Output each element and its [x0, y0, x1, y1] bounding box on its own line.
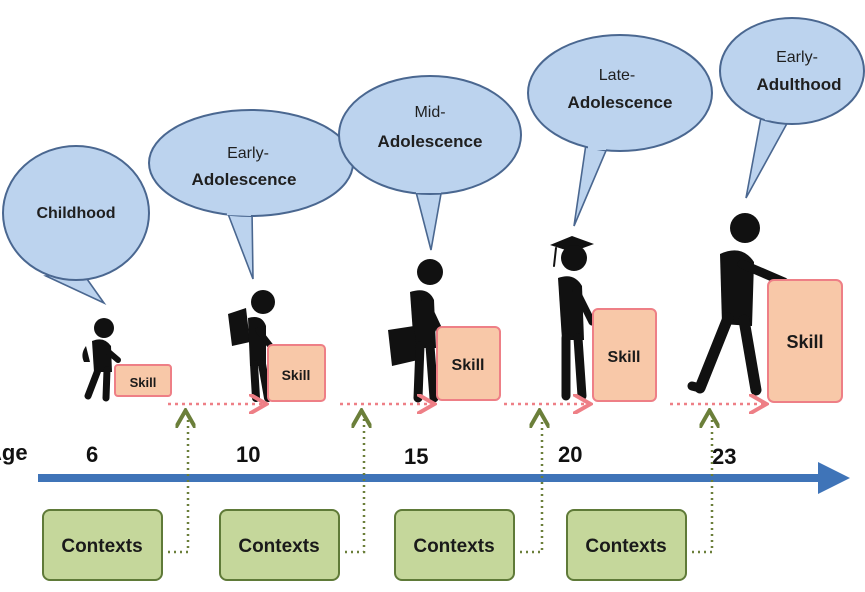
- bubble-label-line1: Late-: [599, 67, 635, 84]
- axis-label: Age: [0, 440, 28, 465]
- speech-bubble-late-adolescence: Late- Adolescence: [527, 34, 713, 227]
- bubble-label-line1: Childhood: [36, 205, 115, 222]
- adult-figure-icon: [687, 213, 789, 396]
- age-tick-23: 23: [712, 444, 736, 469]
- context-influence-arrows: [168, 418, 712, 554]
- skill-box-1: Skill: [114, 364, 172, 397]
- context-label: Contexts: [61, 536, 142, 557]
- age-tick-6: 6: [86, 442, 98, 467]
- context-arrow-1: [168, 418, 188, 554]
- age-tick-20: 20: [558, 442, 582, 467]
- teen-with-bag-icon: [388, 259, 444, 403]
- skill-box-2: Skill: [267, 344, 326, 402]
- skill-label: Skill: [282, 367, 311, 383]
- context-arrow-4: [692, 418, 712, 554]
- speech-bubble-mid-adolescence: Mid- Adolescence: [338, 75, 522, 251]
- skill-label: Skill: [452, 357, 485, 374]
- student-with-backpack-icon: [228, 290, 275, 402]
- context-arrow-3: [520, 418, 542, 554]
- age-tick-15: 15: [404, 444, 428, 469]
- bubble-label-line2: Adulthood: [757, 75, 842, 94]
- speech-bubble-childhood: Childhood: [2, 145, 150, 305]
- bubble-label-line2: Adolescence: [378, 132, 483, 151]
- context-box-3: Contexts: [394, 509, 515, 581]
- bubble-label-line1: Early-: [227, 145, 269, 162]
- bubble-label-line1: Early-: [776, 49, 818, 66]
- graduate-figure-icon: [550, 236, 596, 401]
- skill-box-4: Skill: [592, 308, 657, 402]
- skill-label: Skill: [608, 349, 641, 366]
- bubble-label-line1: Mid-: [414, 104, 445, 121]
- context-box-4: Contexts: [566, 509, 687, 581]
- context-box-1: Contexts: [42, 509, 163, 581]
- context-box-2: Contexts: [219, 509, 340, 581]
- skill-label: Skill: [130, 375, 157, 390]
- context-label: Contexts: [413, 536, 494, 557]
- skill-box-3: Skill: [436, 326, 501, 401]
- skill-label: Skill: [786, 332, 823, 352]
- context-arrow-2: [345, 418, 364, 554]
- age-tick-10: 10: [236, 442, 260, 467]
- speech-bubble-early-adolescence: Early- Adolescence: [148, 109, 354, 280]
- context-label: Contexts: [238, 536, 319, 557]
- bubble-label-line2: Adolescence: [568, 93, 673, 112]
- skill-box-5: Skill: [767, 279, 843, 403]
- speech-bubble-early-adulthood: Early- Adulthood: [719, 17, 865, 199]
- bubble-label-line2: Adolescence: [192, 170, 297, 189]
- age-axis: Age 6 10 15 20 23: [0, 440, 850, 494]
- context-label: Contexts: [585, 536, 666, 557]
- child-figure-icon: [82, 318, 121, 402]
